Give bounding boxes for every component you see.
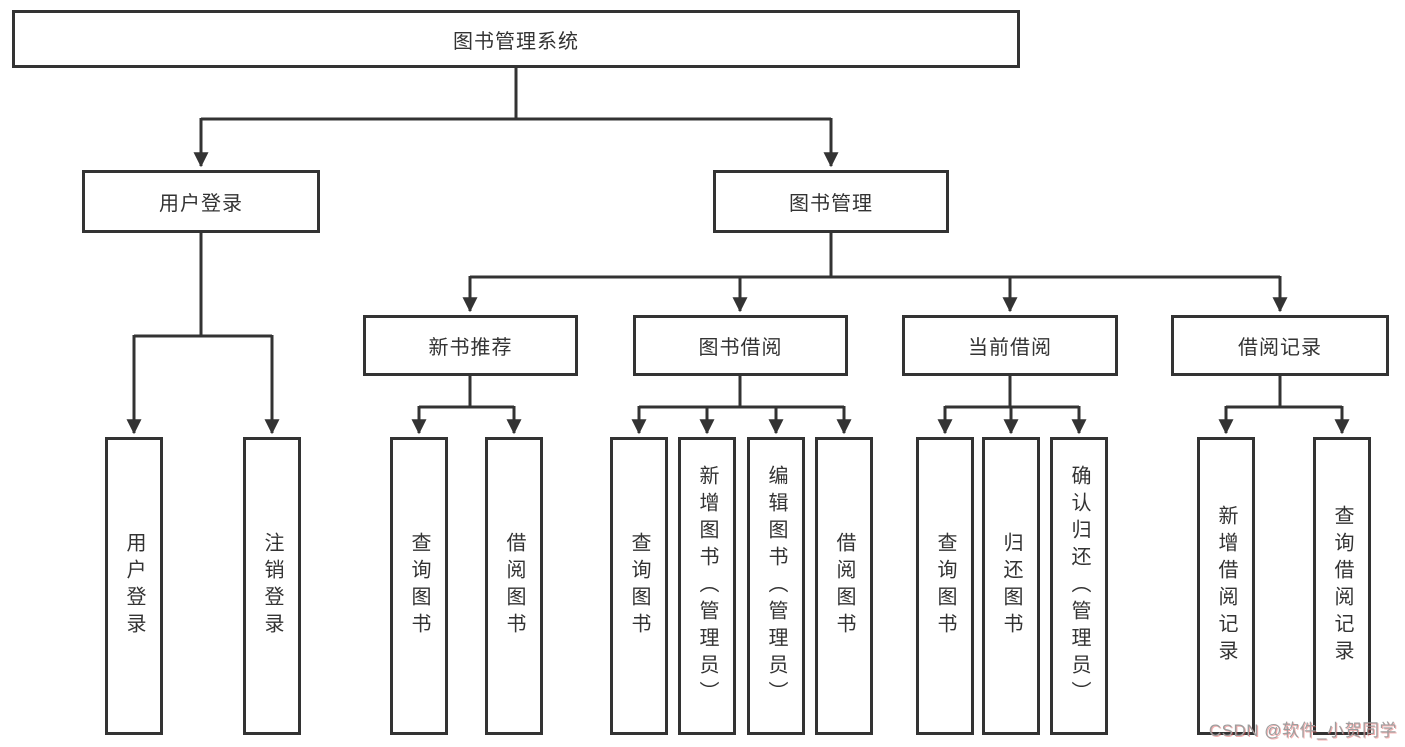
leaf-query-books: 查询图书 <box>916 437 974 735</box>
leaf-borrow-books: 借阅图书 <box>815 437 873 735</box>
leaf-borrow-books: 借阅图书 <box>485 437 543 735</box>
node-label: 当前借阅 <box>968 337 1052 359</box>
leaf-query-borrow-record: 查询借阅记录 <box>1313 437 1371 735</box>
leaf-query-books: 查询图书 <box>610 437 668 735</box>
node-label: 确认归还（管理员） <box>1068 464 1090 708</box>
leaf-user-login: 用户登录 <box>105 437 163 735</box>
node-label: 借阅图书 <box>833 532 855 640</box>
node-label: 用户登录 <box>159 193 243 215</box>
node-system-root: 图书管理系统 <box>12 10 1020 68</box>
node-label: 归还图书 <box>1000 532 1022 640</box>
leaf-add-borrow-record: 新增借阅记录 <box>1197 437 1255 735</box>
csdn-watermark: CSDN @软件_小贺同学 <box>1208 721 1397 740</box>
node-current-borrow: 当前借阅 <box>902 315 1118 376</box>
leaf-confirm-return-admin: 确认归还（管理员） <box>1050 437 1108 735</box>
node-label: 查询图书 <box>628 532 650 640</box>
node-label: 注销登录 <box>261 532 283 640</box>
node-label: 图书管理系统 <box>453 30 579 53</box>
leaf-query-books: 查询图书 <box>390 437 448 735</box>
node-label: 查询图书 <box>408 532 430 640</box>
leaf-edit-books-admin: 编辑图书（管理员） <box>747 437 805 735</box>
node-new-book-recommend: 新书推荐 <box>363 315 578 376</box>
node-label: 用户登录 <box>123 532 145 640</box>
node-label: 借阅记录 <box>1238 337 1322 359</box>
node-label: 新书推荐 <box>428 337 513 359</box>
node-label: 编辑图书（管理员） <box>765 464 787 708</box>
node-label: 查询借阅记录 <box>1331 505 1353 667</box>
node-borrow-records: 借阅记录 <box>1171 315 1389 376</box>
leaf-add-books-admin: 新增图书（管理员） <box>678 437 736 735</box>
node-label: 图书管理 <box>789 193 873 215</box>
node-label: 新增图书（管理员） <box>696 464 718 708</box>
node-label: 查询图书 <box>934 532 956 640</box>
node-label: 图书借阅 <box>698 337 783 359</box>
leaf-return-books: 归还图书 <box>982 437 1040 735</box>
node-user-login: 用户登录 <box>82 170 320 233</box>
node-book-management: 图书管理 <box>713 170 949 233</box>
leaf-logout: 注销登录 <box>243 437 301 735</box>
node-label: 新增借阅记录 <box>1215 505 1237 667</box>
node-book-borrow: 图书借阅 <box>633 315 848 376</box>
node-label: 借阅图书 <box>503 532 525 640</box>
